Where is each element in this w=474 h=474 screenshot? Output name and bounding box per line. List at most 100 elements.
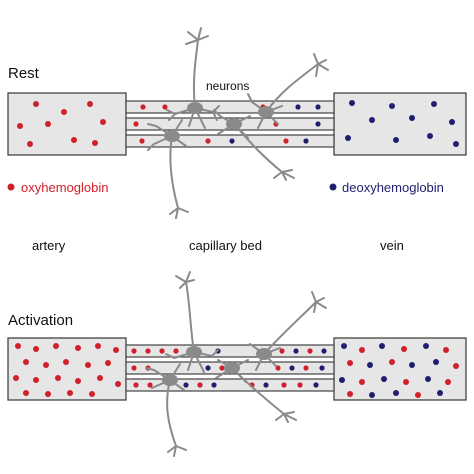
legend-deoxyhemoglobin: deoxyhemoglobin <box>342 180 444 195</box>
neurons-label: neurons <box>206 79 249 93</box>
deoxyhemoglobin-dot <box>393 390 399 396</box>
oxyhemoglobin-dot <box>415 392 421 398</box>
deoxyhemoglobin-dot <box>381 376 387 382</box>
neuron-soma <box>164 130 180 142</box>
capillary-tube <box>125 378 335 392</box>
capillary-bed-label: capillary bed <box>189 238 262 253</box>
deoxyhemoglobin-dot <box>423 343 429 349</box>
oxyhemoglobin-dot <box>359 347 365 353</box>
rest-panel: Rest <box>7 27 467 253</box>
neuron-icon <box>166 27 220 129</box>
deoxyhemoglobin-dot <box>303 138 309 144</box>
deoxyhemoglobin-dot <box>211 382 217 388</box>
oxyhemoglobin-dot <box>43 362 49 368</box>
oxyhemoglobin-dot <box>139 138 145 144</box>
oxyhemoglobin-dot <box>13 375 19 381</box>
oxyhemoglobin-dot <box>403 379 409 385</box>
deoxyhemoglobin-dot <box>367 362 373 368</box>
oxyhemoglobin-dot <box>443 347 449 353</box>
deoxyhemoglobin-dot <box>339 377 345 383</box>
oxyhemoglobin-dot <box>115 381 121 387</box>
deoxyhemoglobin-dot <box>345 135 351 141</box>
deoxyhemoglobin-dot <box>319 365 325 371</box>
deoxyhemoglobin-dot <box>427 133 433 139</box>
oxyhemoglobin-dot <box>279 348 285 354</box>
neuron-soma <box>256 348 272 360</box>
oxyhemoglobin-dot <box>75 345 81 351</box>
oxyhemoglobin-dot <box>45 391 51 397</box>
deoxyhemoglobin-dot <box>295 104 301 110</box>
neuron-soma <box>224 362 240 374</box>
legend-oxyhemoglobin: oxyhemoglobin <box>21 180 108 195</box>
oxyhemoglobin-dot <box>131 365 137 371</box>
oxyhemoglobin-dot <box>297 382 303 388</box>
deoxyhemoglobin-dot <box>205 365 211 371</box>
neuron-soma <box>258 106 274 118</box>
neuron-icon <box>249 291 327 371</box>
oxyhemoglobin-dot <box>159 348 165 354</box>
oxyhemoglobin-dot <box>55 375 61 381</box>
oxyhemoglobin-dot <box>33 377 39 383</box>
deoxyhemoglobin-dot <box>183 382 189 388</box>
oxyhemoglobin-dot <box>45 121 51 127</box>
oxyhemoglobin-dot <box>197 382 203 388</box>
oxyhemoglobin-dot <box>401 346 407 352</box>
oxyhemoglobin-dot <box>389 359 395 365</box>
activation-neurons <box>145 271 327 457</box>
oxyhemoglobin-dot <box>27 141 33 147</box>
artery-label: artery <box>32 238 66 253</box>
oxyhemoglobin-dot <box>33 346 39 352</box>
oxyhemoglobin-dot-icon <box>7 183 15 191</box>
oxyhemoglobin-dot <box>85 362 91 368</box>
oxyhemoglobin-dot <box>23 390 29 396</box>
oxyhemoglobin-dot <box>445 379 451 385</box>
oxyhemoglobin-dot <box>303 365 309 371</box>
oxyhemoglobin-dot <box>67 390 73 396</box>
oxyhemoglobin-dot <box>140 104 146 110</box>
activation-blood-cells <box>13 343 459 398</box>
oxyhemoglobin-dot <box>15 343 21 349</box>
oxyhemoglobin-dot <box>162 104 168 110</box>
oxyhemoglobin-dot <box>453 363 459 369</box>
activation-title: Activation <box>8 312 73 329</box>
neuron-soma <box>226 118 242 130</box>
deoxyhemoglobin-dot <box>409 115 415 121</box>
oxyhemoglobin-dot <box>347 391 353 397</box>
deoxyhemoglobin-dot <box>379 343 385 349</box>
oxyhemoglobin-dot <box>17 123 23 129</box>
deoxyhemoglobin-dot <box>389 103 395 109</box>
neuron-icon <box>215 359 297 423</box>
deoxyhemoglobin-dot <box>289 365 295 371</box>
rest-neurons <box>147 27 329 219</box>
oxyhemoglobin-dot <box>205 138 211 144</box>
neuron-soma <box>186 346 202 358</box>
oxyhemoglobin-dot <box>97 375 103 381</box>
vein-vessel <box>333 92 467 156</box>
neuron-icon <box>145 363 187 457</box>
oxyhemoglobin-dot <box>131 348 137 354</box>
neuron-icon <box>165 271 219 373</box>
neuron-soma <box>187 102 203 114</box>
artery-vessel <box>7 337 127 401</box>
oxyhemoglobin-dot <box>61 109 67 115</box>
deoxyhemoglobin-dot <box>393 137 399 143</box>
deoxyhemoglobin-dot <box>313 382 319 388</box>
deoxyhemoglobin-dot <box>315 104 321 110</box>
oxyhemoglobin-dot <box>87 101 93 107</box>
deoxyhemoglobin-dot <box>369 392 375 398</box>
oxyhemoglobin-dot <box>63 359 69 365</box>
oxyhemoglobin-dot <box>283 138 289 144</box>
oxyhemoglobin-dot <box>133 382 139 388</box>
capillary-tube <box>125 344 335 358</box>
neuron-soma <box>162 374 178 386</box>
oxyhemoglobin-dot <box>89 391 95 397</box>
oxyhemoglobin-dot <box>347 360 353 366</box>
deoxyhemoglobin-dot <box>293 348 299 354</box>
neuron-icon <box>147 119 189 219</box>
deoxyhemoglobin-dot <box>315 121 321 127</box>
deoxyhemoglobin-dot <box>263 382 269 388</box>
oxyhemoglobin-dot <box>113 347 119 353</box>
deoxyhemoglobin-dot <box>437 390 443 396</box>
